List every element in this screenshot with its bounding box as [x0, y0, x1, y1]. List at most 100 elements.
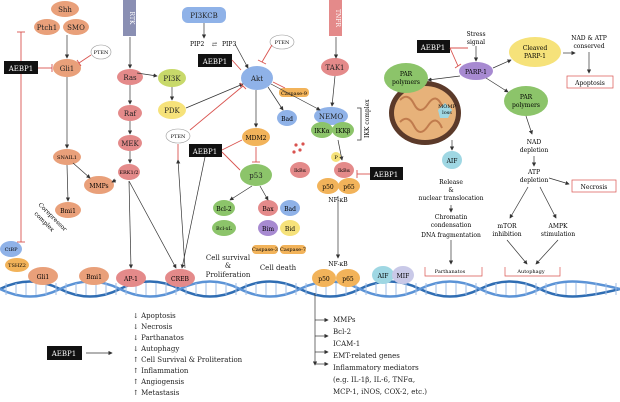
ikka-label: IKKα [314, 128, 329, 135]
p65-node-nuclear [336, 269, 360, 287]
stress-label: Stress [466, 31, 485, 38]
ap1-node [116, 269, 146, 287]
target-gene-item: Inflammatory mediators [333, 364, 419, 372]
condensation-label: condensation [431, 222, 472, 229]
parp1-label: PARP-1 [465, 69, 487, 76]
smo-label: SMO [67, 24, 85, 32]
autophagy-label: Autophagy [516, 269, 544, 275]
cell-survival-label: Cell survival [206, 254, 251, 262]
rtk-label: RTK [128, 12, 135, 25]
momp-loss-label: loss [442, 110, 452, 116]
mek-label: MEK [121, 140, 139, 148]
target-gene-item: Bcl-2 [333, 328, 351, 336]
pdk-label: PDK [164, 107, 180, 115]
aebp1-box-topleft [4, 61, 38, 74]
gli1-label-top: Gli1 [60, 65, 75, 73]
necrosis-box [571, 179, 617, 193]
phospho-p-label: P [334, 155, 338, 161]
nad-depletion-label: NAD [527, 139, 542, 146]
mmps-label: MMPs [89, 183, 108, 190]
amp-label: & [225, 262, 231, 270]
dna-strand-b [0, 280, 620, 298]
ikba-label-left: IkBα [294, 168, 307, 174]
ikkb-node [332, 122, 354, 138]
momp-label: MOMP [438, 104, 456, 110]
bax-node [258, 200, 278, 216]
ikk-complex-label: IKK complex [364, 99, 371, 138]
p50-label-nuclear: p50 [318, 276, 330, 283]
mdm2-label: MDM2 [246, 135, 267, 142]
target-gene-item: (e.g. IL-1β, IL-6, TNFα, [333, 376, 415, 384]
nad-atp-label: NAD & ATP [571, 35, 607, 42]
p50-node-nuclear [312, 269, 336, 287]
ikba-node-right [334, 162, 354, 178]
caspase9-node [279, 88, 309, 97]
nad-depletion-label-2: depletion [520, 147, 549, 154]
effect-item: ↓ Autophagy [133, 345, 179, 353]
aebp1-label-akt: AEBP1 [202, 58, 227, 66]
ampk-label: AMPK [548, 223, 569, 230]
tnfr-receptor [329, 0, 342, 36]
mtor-label: mTOR [497, 223, 517, 230]
aebp1-label-parp: AEBP1 [420, 44, 445, 52]
inhibition-lines [17, 31, 468, 243]
cleaved-parp-node [509, 37, 561, 67]
parthanatos-label: Parthanatos [435, 269, 466, 275]
caspase7-label: Caspase-7 [280, 247, 306, 253]
aebp1-label-topleft: AEBP1 [8, 65, 33, 73]
raf-node [118, 105, 142, 121]
phospho-p-node [331, 152, 341, 162]
tshz2-label: TSHZ2 [8, 263, 26, 269]
par-polymers-left [384, 63, 428, 93]
pip3-label: PIP3 [222, 41, 236, 48]
par-polymers-right-label: PAR [520, 94, 533, 101]
nfkb-nuclear-label: NF-κB [328, 261, 348, 268]
aebp1-box-akt [198, 54, 232, 67]
release-label: Release [439, 179, 463, 186]
pten-label-top: PTEN [275, 40, 290, 46]
creb-node [165, 269, 195, 287]
dna-helix [0, 280, 620, 298]
ikk-complex-bracket [357, 107, 362, 141]
mdm2-node [242, 128, 270, 146]
caspase7-node [280, 245, 306, 254]
aif-node-nuclear [372, 266, 394, 284]
aebp1-label-center: AEBP1 [192, 148, 217, 156]
gli1-node-top [53, 59, 81, 77]
bmi1-label-bottom: Bmi1 [86, 274, 102, 281]
bcl2-node [213, 200, 235, 216]
par-polymers-left-label: PAR [400, 71, 413, 78]
aif-label: AIF [446, 158, 458, 165]
aif-node [442, 151, 462, 169]
effect-item: ↑ Angiogensis [133, 378, 185, 386]
target-gene-item: MCP-1, iNOS, COX-2, etc.) [333, 388, 427, 396]
bim-node [258, 220, 278, 236]
effect-item: ↓ Apoptosis [133, 312, 176, 320]
creb-label: CREB [171, 276, 189, 283]
apoptosis-box [566, 75, 614, 89]
dna-frag-label: DNA fragmentation [421, 232, 481, 239]
bad-node-bottom [280, 200, 300, 216]
aebp1-label-bottom: AEBP1 [51, 350, 76, 358]
par-polymers-left-label-2: polymers [392, 79, 420, 86]
effect-item: ↑ Inflammation [133, 367, 189, 375]
ikka-node [311, 122, 333, 138]
pi3kcb-node [182, 7, 226, 23]
release-label-2: & [448, 187, 454, 194]
parp1-node [459, 62, 493, 80]
rtk-receptor [123, 0, 136, 36]
ikba-label-right: IkBα [338, 168, 351, 174]
effects-right-arrows [312, 293, 329, 367]
pip-arrow-label: ⇄ [212, 41, 217, 48]
effect-item: ↑ Metastasis [133, 389, 180, 397]
cleaved-parp-label-2: PARP-1 [524, 53, 546, 60]
p65-label-nuclear: p65 [342, 276, 354, 283]
target-gene-item: MMPs [333, 316, 356, 324]
dna-rungs [5, 283, 617, 295]
bclxl-label: Bcl-xL [216, 226, 233, 232]
mitochondrion [389, 81, 461, 145]
effect-item: ↓ Necrosis [133, 323, 173, 331]
chromatin-label: Chromatin [435, 214, 468, 221]
